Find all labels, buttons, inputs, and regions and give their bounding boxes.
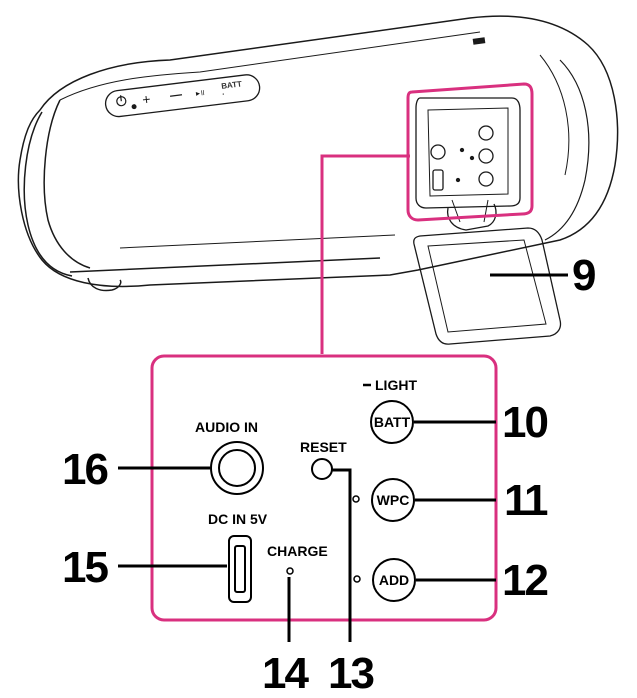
plus-icon: + <box>141 91 151 108</box>
highlight-panel-frame <box>150 354 498 622</box>
port-recess <box>415 97 521 209</box>
add-button <box>372 558 416 602</box>
cover-inner <box>427 239 547 333</box>
speaker-foot <box>87 277 122 292</box>
audio-in-label: AUDIO IN <box>195 419 258 435</box>
wpc-button <box>371 478 415 522</box>
callout-11: 11 <box>504 476 548 525</box>
charge-led <box>286 567 294 575</box>
light-label: LIGHT <box>375 377 417 393</box>
right-end-cap <box>544 59 590 241</box>
left-end-cap <box>23 111 73 277</box>
reset-hole <box>311 458 333 480</box>
power-indicator-dot <box>131 104 137 110</box>
batt-button <box>370 400 414 444</box>
callout-9: 9 <box>572 251 595 300</box>
speaker-port-panel <box>415 97 521 231</box>
mini-audio-jack <box>430 144 446 160</box>
play-pause-icon: ▸॥ <box>195 88 205 98</box>
highlight-lines <box>150 82 534 622</box>
zoomed-panel: LIGHT BATT AUDIO IN RESET WPC DC IN 5V C… <box>195 377 417 603</box>
audio-in-jack-inner <box>218 449 256 487</box>
callout-10: 10 <box>502 398 547 447</box>
port-cover <box>413 227 562 345</box>
callout-lines <box>118 273 568 642</box>
bottom-contour <box>69 257 381 273</box>
highlight-connector <box>320 154 410 354</box>
mini-dc-port <box>432 169 444 191</box>
callout-16: 16 <box>62 445 107 494</box>
dc-in-port-inner <box>234 545 246 593</box>
right-end-inner <box>539 54 570 176</box>
power-icon-stem <box>119 95 122 102</box>
top-contour <box>59 31 481 101</box>
leader-13 <box>332 468 352 642</box>
callout-13: 13 <box>328 649 373 693</box>
left-end-inner <box>43 99 91 269</box>
button-strip-frame <box>104 74 261 118</box>
mini-wpc-btn <box>478 148 494 164</box>
dc-in-label: DC IN 5V <box>208 511 268 527</box>
callout-numbers: 9 10 11 12 13 14 15 16 <box>62 251 597 698</box>
port-inner <box>427 107 509 197</box>
add-button-label: ADD <box>379 572 409 588</box>
reset-label: RESET <box>300 439 347 455</box>
add-led <box>353 575 361 583</box>
strip-label-wpc: · <box>222 90 226 99</box>
strip-label-batt: BATT <box>221 79 243 90</box>
logo-mark <box>472 37 486 45</box>
cover-outer <box>413 227 562 345</box>
top-button-strip: + ▸॥ BATT · <box>104 74 261 118</box>
minus-icon <box>169 94 183 97</box>
mini-led-2 <box>455 177 461 183</box>
callout-14: 14 <box>262 649 309 693</box>
mini-add-btn <box>478 171 494 187</box>
mini-led-1 <box>469 155 475 161</box>
callout-15: 15 <box>62 543 108 592</box>
speaker-body <box>17 15 619 292</box>
callout-12: 12 <box>502 556 547 605</box>
charge-label: CHARGE <box>267 543 328 559</box>
highlight-port-region <box>406 82 534 222</box>
speaker-outline <box>17 15 619 288</box>
bottom-line <box>119 234 396 249</box>
wpc-button-label: WPC <box>377 492 410 508</box>
mini-reset <box>459 147 465 153</box>
batt-button-label: BATT <box>374 414 411 430</box>
wpc-led <box>352 495 360 503</box>
mini-batt-btn <box>478 125 494 141</box>
